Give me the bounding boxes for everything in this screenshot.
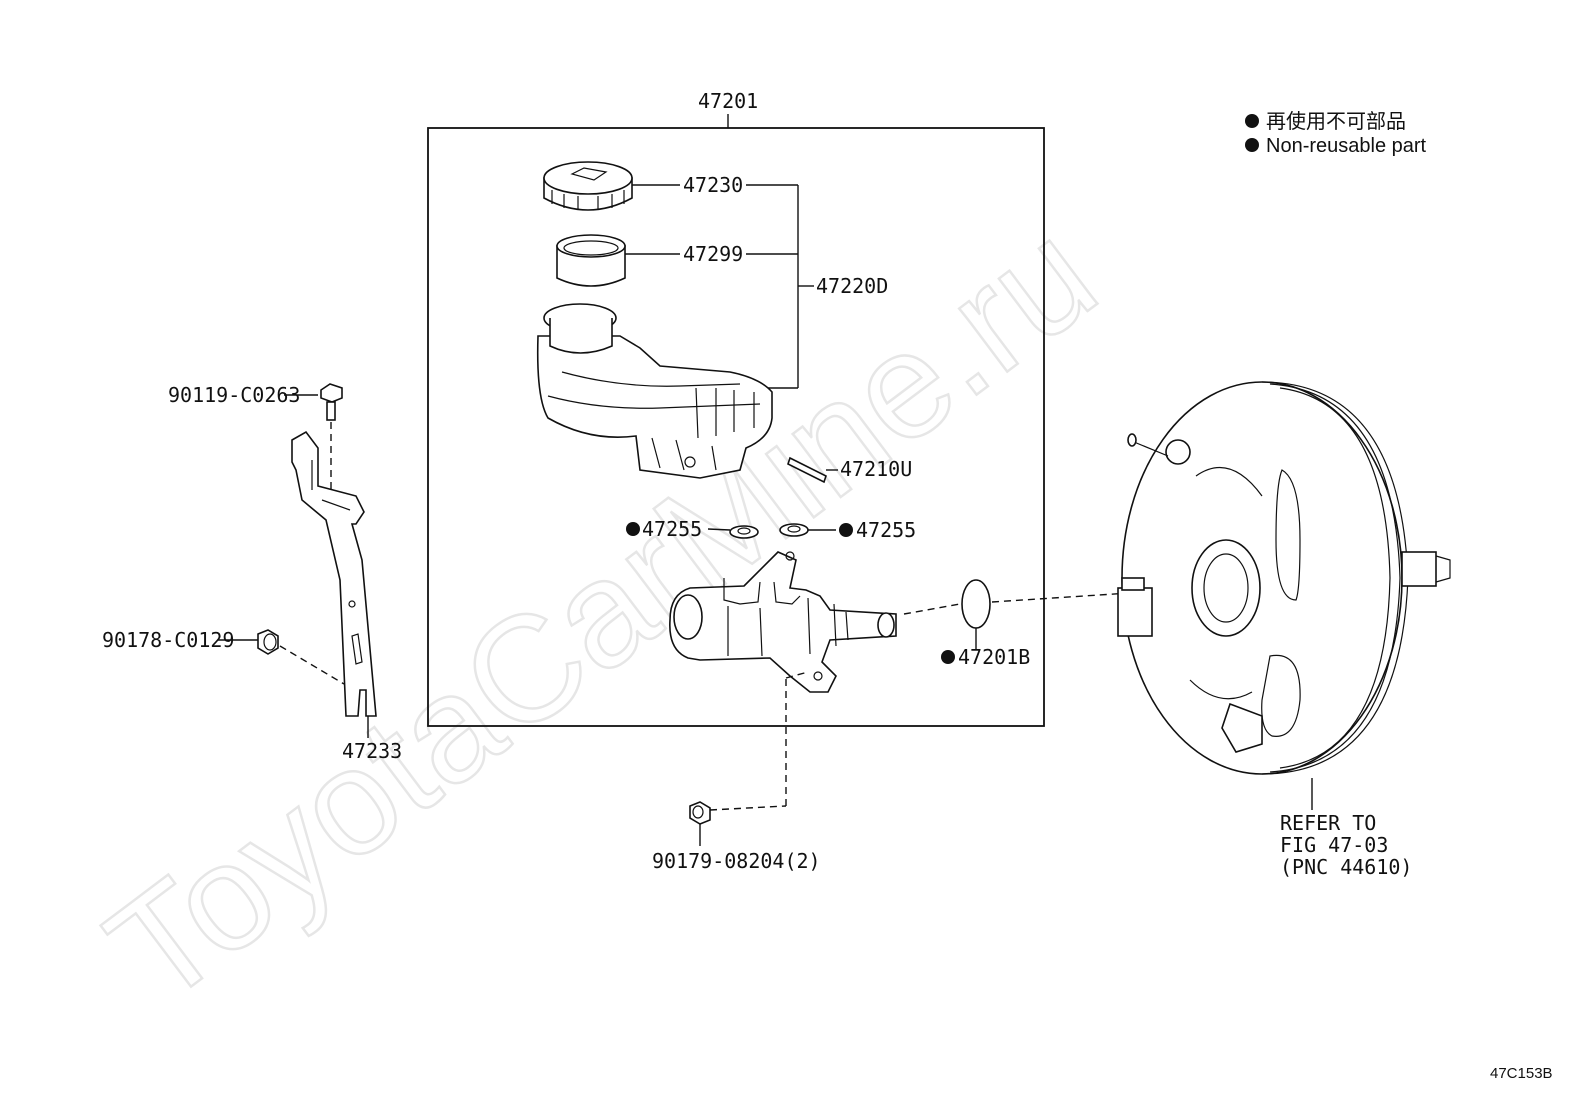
refer-line-3[interactable]: (PNC 44610) <box>1280 855 1412 879</box>
part-label-90179-08204[interactable]: 90179-08204(2) <box>652 849 821 873</box>
strainer-icon[interactable] <box>556 234 626 287</box>
part-label-47201[interactable]: 47201 <box>698 89 758 113</box>
legend-bullet-icon <box>1245 138 1259 152</box>
grommet-right-icon[interactable] <box>779 523 809 537</box>
legend-english: Non-reusable part <box>1266 135 1427 157</box>
reservoir-cap-icon[interactable] <box>543 161 633 211</box>
part-label-47210U[interactable]: 47210U <box>840 457 912 481</box>
figure-code: 47C153B <box>1490 1065 1553 1082</box>
part-label-47233[interactable]: 47233 <box>342 739 402 763</box>
pin-icon[interactable] <box>787 456 827 484</box>
bolt-icon[interactable] <box>320 383 343 421</box>
non-reusable-marker-icon <box>626 522 640 536</box>
master-cylinder-icon[interactable] <box>669 551 897 693</box>
part-label-47220D[interactable]: 47220D <box>816 274 888 298</box>
part-label-90178-C0129[interactable]: 90178-C0129 <box>102 628 234 652</box>
part-label-47255-right[interactable]: 47255 <box>856 518 916 542</box>
gasket-o-ring-icon[interactable] <box>961 579 991 629</box>
part-label-47255-left[interactable]: 47255 <box>642 517 702 541</box>
reservoir-tank-icon[interactable] <box>536 303 773 479</box>
part-label-47299[interactable]: 47299 <box>683 242 743 266</box>
non-reusable-marker-icon <box>941 650 955 664</box>
legend-bullet-icon <box>1245 114 1259 128</box>
assembly-box <box>427 127 1045 727</box>
non-reusable-marker-icon <box>839 523 853 537</box>
grommet-left-icon[interactable] <box>729 525 759 539</box>
nut-bottom-icon[interactable] <box>689 801 711 825</box>
nut-left-icon[interactable] <box>257 629 279 655</box>
part-label-47201B[interactable]: 47201B <box>958 645 1030 669</box>
legend-japanese: 再使用不可部品 <box>1266 110 1406 133</box>
bracket-icon[interactable] <box>291 430 377 717</box>
part-label-47230[interactable]: 47230 <box>683 173 743 197</box>
part-label-90119-C0263[interactable]: 90119-C0263 <box>168 383 300 407</box>
refer-line-2[interactable]: FIG 47-03 <box>1280 833 1388 857</box>
refer-line-1[interactable]: REFER TO <box>1280 811 1376 835</box>
brake-booster-icon[interactable] <box>1117 381 1451 775</box>
